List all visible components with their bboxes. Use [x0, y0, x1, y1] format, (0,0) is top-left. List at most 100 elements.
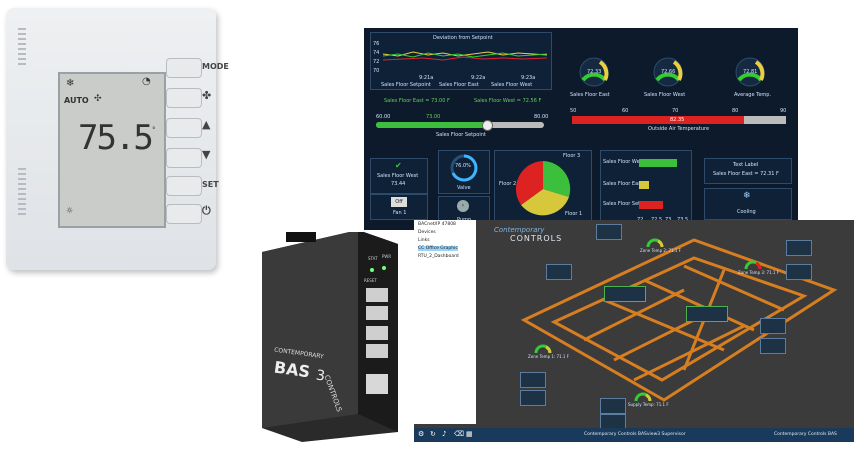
setpoint-slider-thumb[interactable]	[482, 120, 493, 131]
basview-floorplan-window: BACnet/IP 47808 Devices Links CC Office …	[414, 220, 854, 442]
y-tick-70: 70	[373, 68, 380, 74]
gauge-east-label: Sales Floor East	[570, 92, 610, 98]
status-value: 73.44	[391, 181, 406, 187]
text-label-title: Text Label	[733, 162, 759, 168]
oat-tick-70: 70	[672, 108, 679, 114]
sensor-gauge-1[interactable]: Zone Temp 1: 71.1 F	[528, 340, 569, 359]
fan-indicator-icon: ✣	[94, 94, 102, 104]
set-button[interactable]	[166, 176, 202, 196]
mode-indicator: AUTO	[64, 96, 89, 105]
tree-links[interactable]: Links	[418, 238, 430, 243]
snowflake-icon: ❄	[66, 78, 75, 89]
power-button[interactable]	[166, 204, 202, 224]
setpoint-slider-track[interactable]	[376, 120, 544, 131]
valve-label: Valve	[457, 185, 471, 191]
cooling-label: Cooling	[737, 209, 756, 215]
x-tick-0922: 9:22a	[471, 75, 486, 81]
cooling-panel: ❄ Cooling	[704, 188, 792, 220]
valve-value: 76.0%	[455, 163, 471, 169]
bar-label-setpoint: Sales Floor Setpoint	[603, 201, 653, 207]
power-icon: ⏻	[202, 204, 211, 217]
vent-slots	[18, 28, 26, 68]
trend-card[interactable]	[604, 286, 646, 302]
navigation-tree: BACnet/IP 47808 Devices Links CC Office …	[414, 220, 476, 424]
footer-right-text: Contemporary Controls BAS	[774, 432, 837, 437]
trend-card[interactable]	[520, 390, 546, 406]
fan-panel[interactable]: Off Fan 1	[370, 194, 428, 220]
gauge-average-value: 72.81	[743, 69, 758, 75]
valve-panel: 76.0% Valve	[438, 150, 490, 194]
pie-label-floor1: Floor 1	[565, 211, 583, 217]
oat-tick-80: 80	[732, 108, 739, 114]
fan-state-switch[interactable]: Off	[391, 197, 407, 207]
slider-min: 60.00	[376, 114, 391, 120]
trend-card[interactable]	[686, 306, 728, 322]
sensor-gauge-2[interactable]: Zone Temp 2: 71.1 F	[640, 234, 681, 253]
bell-icon[interactable]: ♪	[442, 430, 447, 438]
pie-panel: Floor 3 Floor 2 Floor 1	[494, 150, 592, 228]
down-arrow-icon: ▼	[202, 148, 211, 161]
thermostat-display: ❄ ◔ AUTO ✣ 75.5 ° ☼	[58, 72, 166, 228]
gauge-average: 72.81	[732, 54, 768, 90]
tree-devices[interactable]: Devices	[418, 230, 436, 235]
sensor-gauge-1-label: Zone Temp 1: 71.1 F	[528, 354, 570, 359]
mode-label: MODE	[202, 62, 229, 71]
sun-icon: ☼	[66, 206, 74, 215]
rtu-dashboard: Deviation from Setpoint 76 74 72 70 9:21…	[364, 28, 798, 230]
down-button[interactable]	[166, 148, 202, 168]
status-label: Sales Floor West	[377, 173, 419, 179]
up-button[interactable]	[166, 118, 202, 138]
setpoint-west-text: Sales Floor West = 72.56 F	[474, 98, 542, 104]
logo-controls: CONTROLS	[510, 234, 563, 243]
trend-card[interactable]	[760, 318, 786, 334]
trend-card[interactable]	[596, 224, 622, 240]
x-tick-0921: 9:21a	[419, 75, 434, 81]
occupancy-icon: ◔	[142, 76, 151, 87]
oat-tick-60: 60	[622, 108, 629, 114]
text-label-value: Sales Floor East = 72.31 F	[713, 171, 779, 177]
trash-icon[interactable]: ⌫	[454, 430, 464, 438]
gauge-west: 72.66	[650, 54, 686, 90]
unit-indicator: °	[152, 126, 156, 134]
pump-play-icon[interactable]: ›	[457, 200, 469, 212]
tree-rtu-dashboard[interactable]: RTU_2_Dashboard	[418, 254, 459, 259]
trend-card[interactable]	[786, 240, 812, 256]
tree-office-graphic[interactable]: CC Office Graphic	[418, 246, 458, 251]
pie-label-floor2: Floor 2	[499, 181, 517, 187]
trend-card[interactable]	[546, 264, 572, 280]
sensor-gauge-3-label: Zone Temp 3: 71.1 F	[738, 270, 780, 275]
set-label: SET	[202, 180, 219, 189]
text-label-panel: Text Label Sales Floor East = 72.31 F	[704, 158, 792, 184]
footer-center-text: Contemporary Controls BASview3 Superviso…	[584, 432, 686, 437]
controller-body	[262, 226, 398, 442]
temperature-readout: 75.5	[78, 118, 154, 158]
bar-east	[639, 181, 649, 189]
legend-east: Sales Floor East	[439, 82, 479, 88]
bas-controller-device: STAT PWR RESET CONTEMPORARY BAS 3 CONTRO…	[258, 226, 406, 442]
bar-setpoint	[639, 201, 663, 209]
check-icon: ✔	[395, 161, 402, 170]
trend-card[interactable]	[520, 372, 546, 388]
valve-ring	[450, 154, 478, 182]
up-arrow-icon: ▲	[202, 118, 211, 131]
setpoint-east-text: Sales Floor East = 73.00 F	[384, 98, 450, 104]
oat-tick-50: 50	[570, 108, 577, 114]
tree-root[interactable]: BACnet/IP 47808	[418, 222, 456, 227]
mode-button[interactable]	[166, 58, 202, 78]
sensor-gauge-4[interactable]: Supply Temp: 71.1 F	[628, 388, 669, 407]
sensor-gauge-4-label: Supply Temp: 71.1 F	[628, 402, 669, 407]
bar-west	[639, 159, 677, 167]
pie-label-floor3: Floor 3	[563, 153, 581, 159]
trend-card[interactable]	[600, 398, 626, 414]
trend-card[interactable]	[760, 338, 786, 354]
gauge-average-label: Average Temp.	[734, 92, 772, 98]
fan-label: Fan 1	[393, 210, 407, 216]
sensor-gauge-3[interactable]: Zone Temp 3: 71.1 F	[738, 256, 779, 275]
grid-icon[interactable]: ▦	[466, 430, 473, 438]
refresh-icon[interactable]: ↻	[430, 430, 436, 438]
trend-card[interactable]	[786, 264, 812, 280]
settings-icon[interactable]: ⚙	[418, 430, 425, 438]
fan-icon: ✤	[202, 89, 212, 102]
power-led-label: PWR	[382, 254, 392, 259]
fan-button[interactable]	[166, 88, 202, 108]
